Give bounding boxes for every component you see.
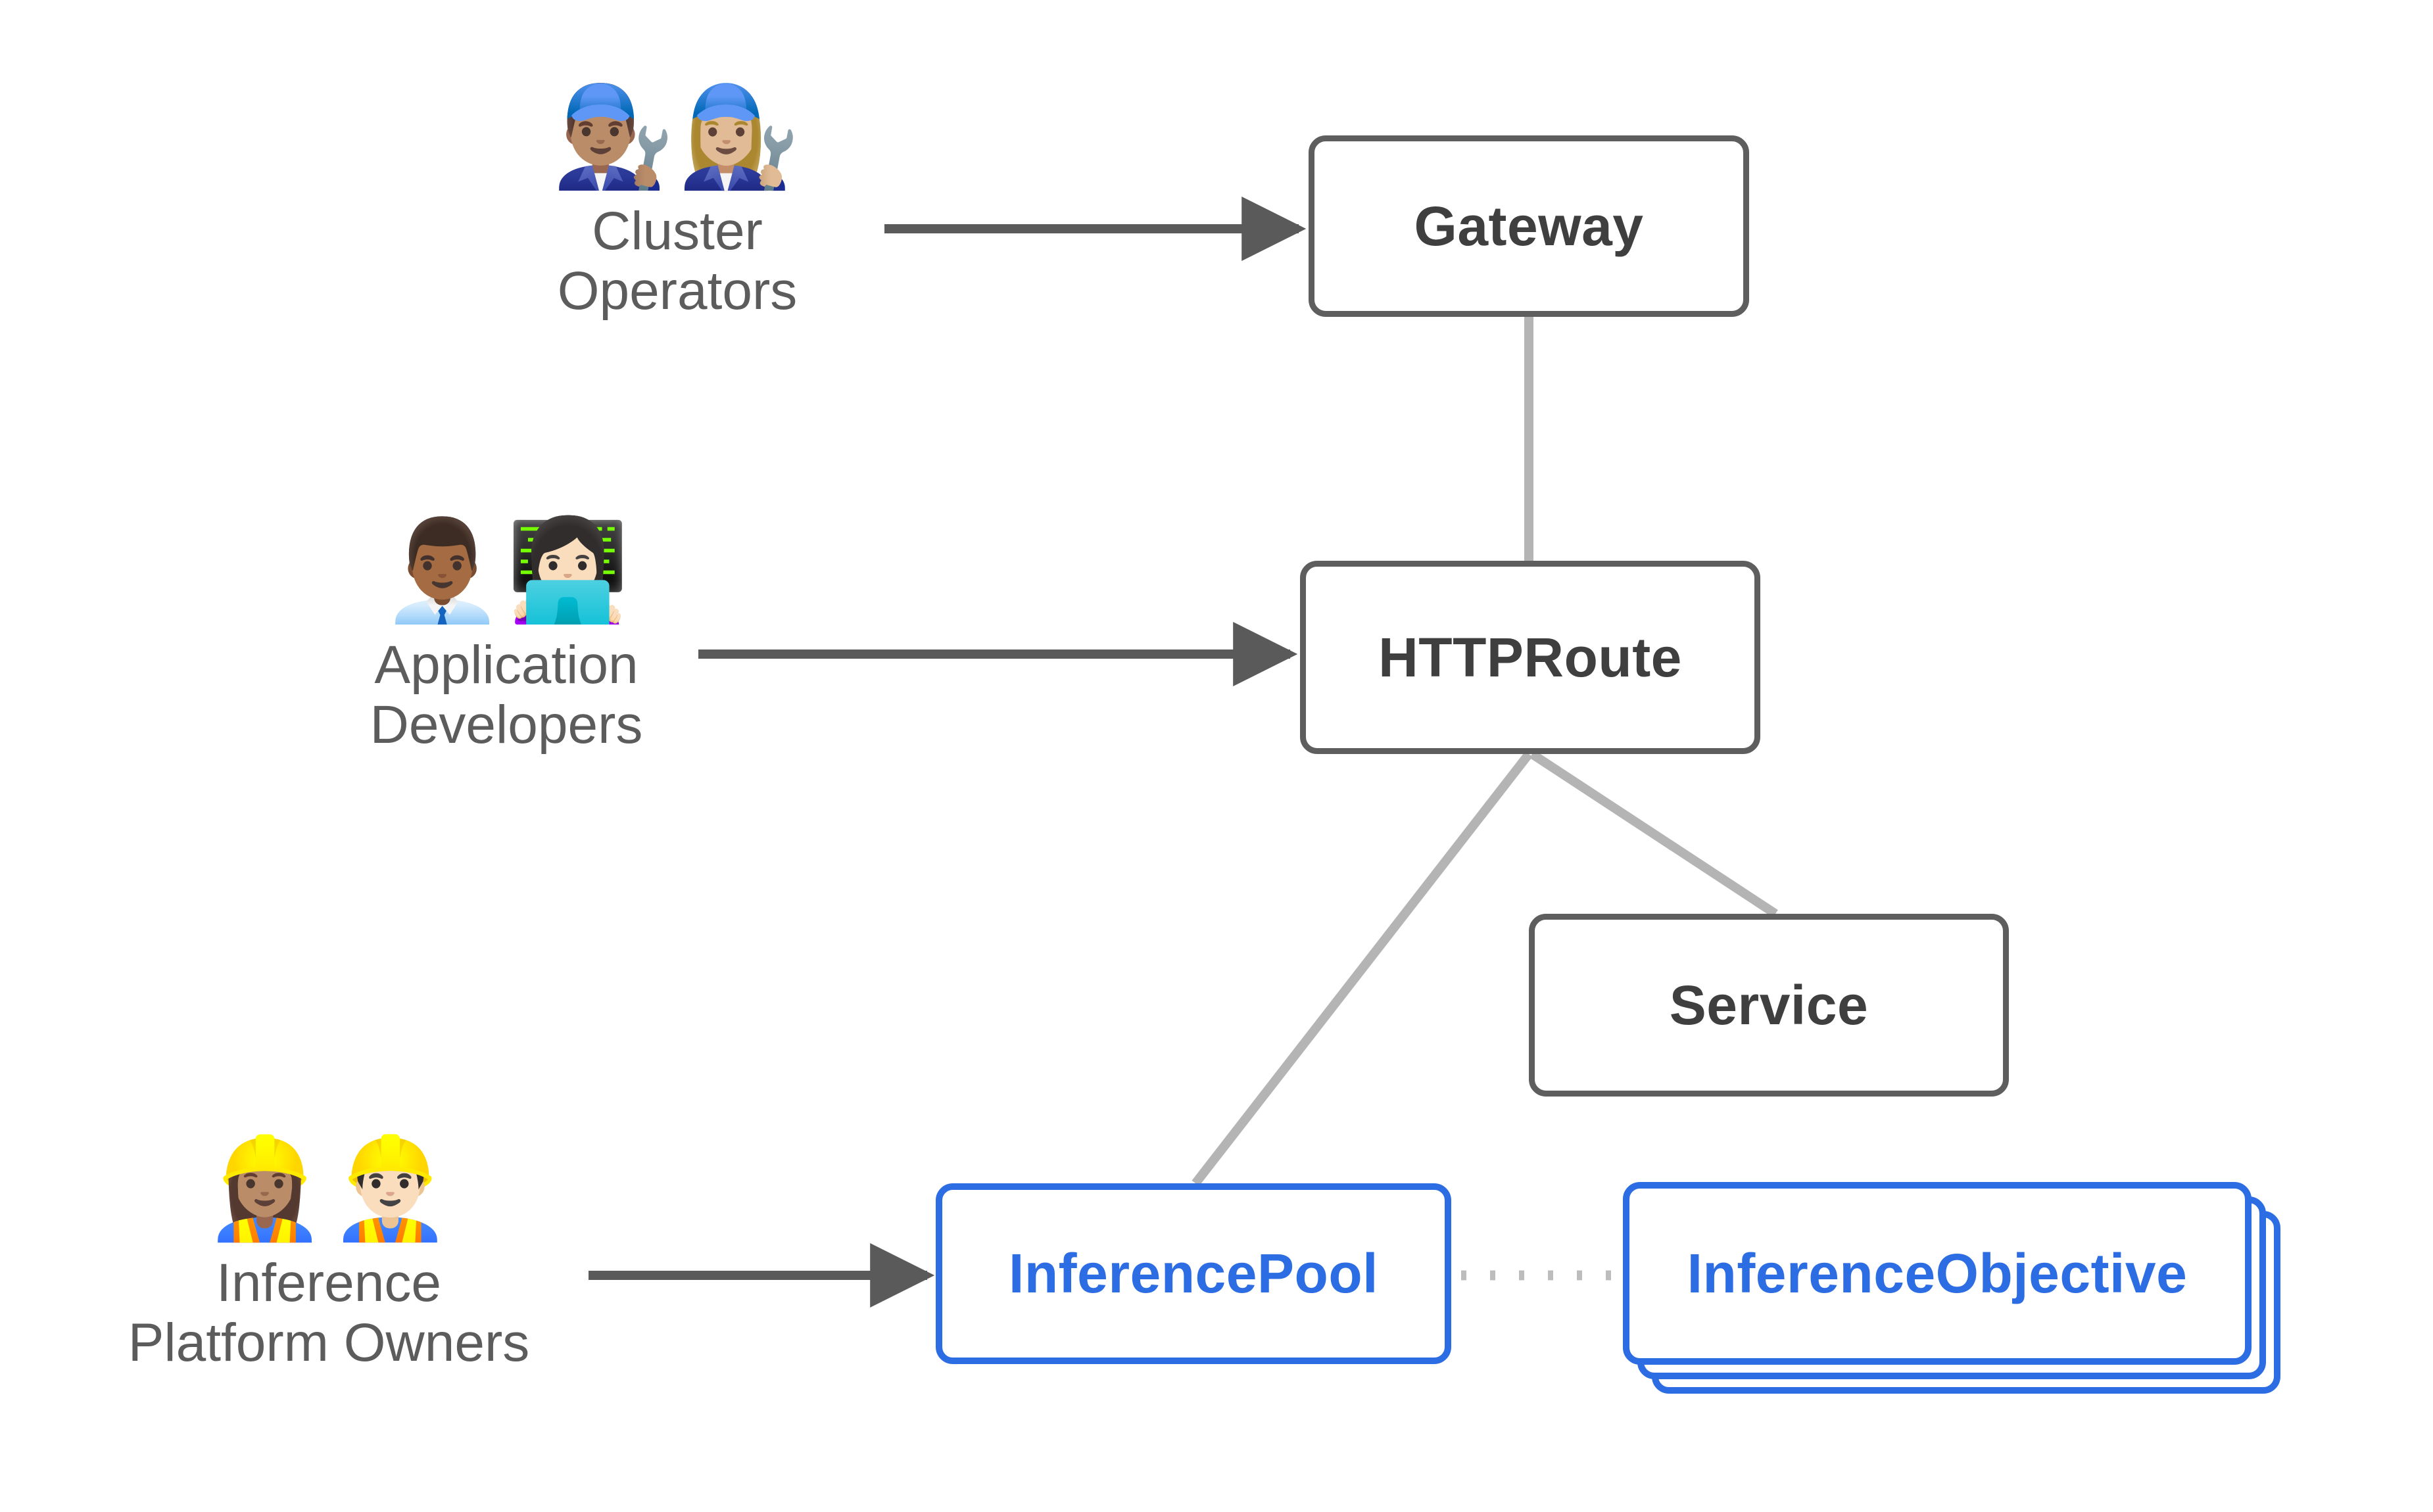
persona-cluster-operators: 👨🏽‍🔧👩🏼‍🔧 Cluster Operators [506, 85, 848, 321]
node-label-inferenceobjective: InferenceObjective [1687, 1242, 2188, 1304]
persona-label-inference-platform-owners: Inference Platform Owners [128, 1252, 530, 1373]
node-httproute[interactable]: HTTPRoute [1300, 561, 1760, 754]
office-worker-and-technologist-pair-emoji: 👨🏾‍💼👩🏻‍💻 [381, 513, 632, 628]
node-inferencepool[interactable]: InferencePool [936, 1183, 1451, 1364]
edge-httproute-service [1530, 750, 1778, 918]
node-label-httproute: HTTPRoute [1378, 626, 1682, 688]
node-service[interactable]: Service [1529, 914, 2009, 1097]
edge-httproute-inferencepool [1192, 751, 1533, 1187]
node-gateway[interactable]: Gateway [1309, 135, 1749, 317]
persona-label-application-developers: Application Developers [370, 634, 643, 755]
mechanic-pair-emoji: 👨🏽‍🔧👩🏼‍🔧 [552, 80, 803, 194]
construction-worker-pair-emoji: 👷🏽‍♀️👷🏻‍♂️ [203, 1131, 454, 1246]
node-label-gateway: Gateway [1414, 195, 1644, 257]
node-inferenceobjective-stack[interactable]: InferenceObjective [1623, 1182, 2280, 1394]
node-inferenceobjective[interactable]: InferenceObjective [1623, 1182, 2252, 1365]
persona-application-developers: 👨🏾‍💼👩🏻‍💻 Application Developers [296, 519, 717, 755]
node-label-service: Service [1669, 974, 1869, 1036]
node-label-inferencepool: InferencePool [1009, 1242, 1378, 1304]
persona-label-cluster-operators: Cluster Operators [557, 201, 798, 321]
persona-inference-platform-owners: 👷🏽‍♀️👷🏻‍♂️ Inference Platform Owners [85, 1137, 572, 1373]
